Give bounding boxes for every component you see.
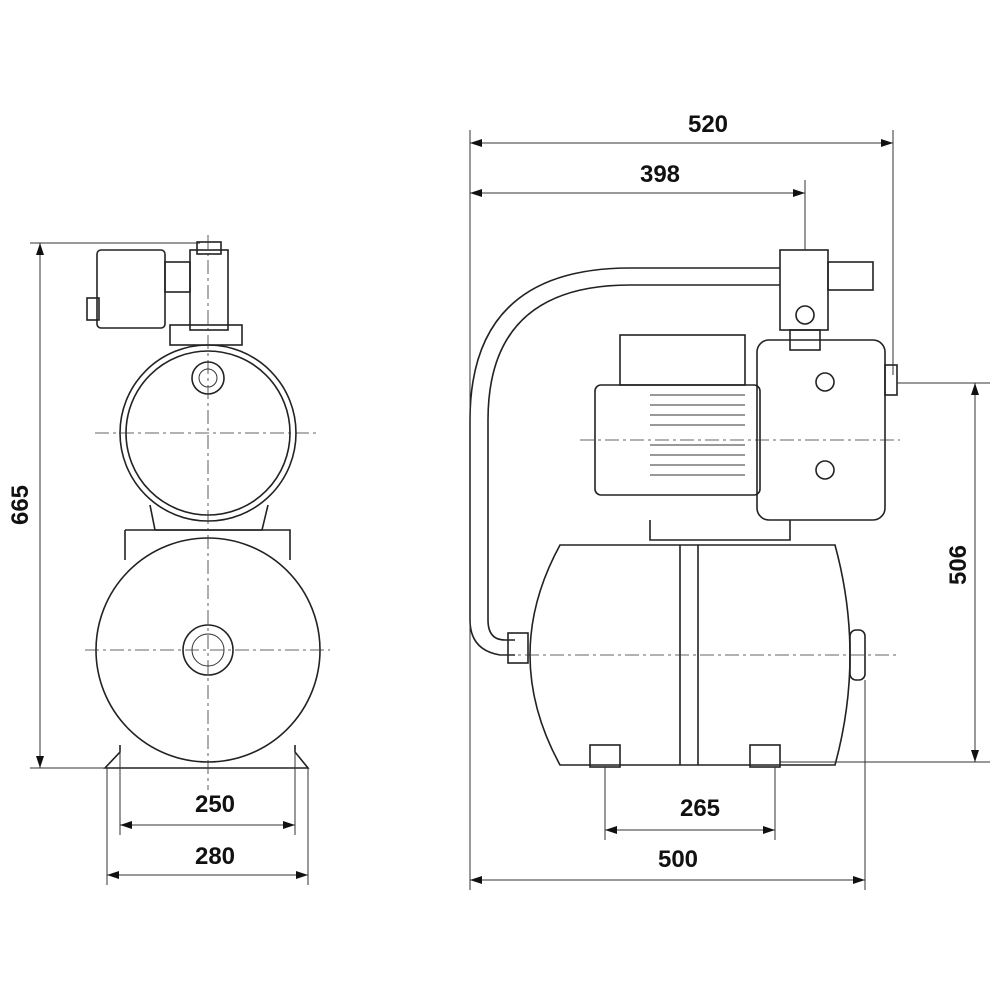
tank-side <box>529 544 851 766</box>
outlet-pipe <box>189 249 229 331</box>
pump-bracket-side <box>649 520 791 541</box>
pump-flange <box>169 324 243 346</box>
screw <box>815 372 835 392</box>
dim-265: 265 <box>680 795 720 822</box>
dim-398: 398 <box>640 161 680 188</box>
tank-inlet <box>182 624 234 676</box>
side-dimensions: 520 398 506 265 500 <box>469 111 990 890</box>
side-view <box>469 249 900 768</box>
outlet-nut <box>196 241 222 255</box>
connecting-hose-inner <box>487 284 780 620</box>
dim-280: 280 <box>195 843 235 870</box>
outlet-port <box>884 364 898 396</box>
screw <box>815 460 835 480</box>
pressure-switch <box>96 249 166 329</box>
dim-665: 665 <box>7 485 34 525</box>
tank-base <box>103 745 310 769</box>
outlet-nipple <box>827 261 874 291</box>
fitting <box>164 261 191 293</box>
dim-500: 500 <box>658 846 698 873</box>
dim-506: 506 <box>945 545 972 585</box>
pump-housing-side <box>756 339 886 521</box>
tank-foot <box>749 744 781 768</box>
tank-foot <box>589 744 621 768</box>
front-dimensions: 665 250 280 <box>7 242 309 885</box>
fitting-plug <box>795 305 815 325</box>
tank-saddle <box>124 529 291 560</box>
pump-bracket <box>149 504 269 531</box>
dim-250: 250 <box>195 791 235 818</box>
motor-fins <box>650 394 745 476</box>
connecting-hose-outer <box>469 267 780 620</box>
terminal-box <box>619 334 746 386</box>
front-view <box>85 235 330 790</box>
dim-520: 520 <box>688 111 728 138</box>
hose-nut <box>507 632 529 664</box>
outlet-fitting <box>779 249 829 331</box>
cable-gland <box>86 297 100 321</box>
